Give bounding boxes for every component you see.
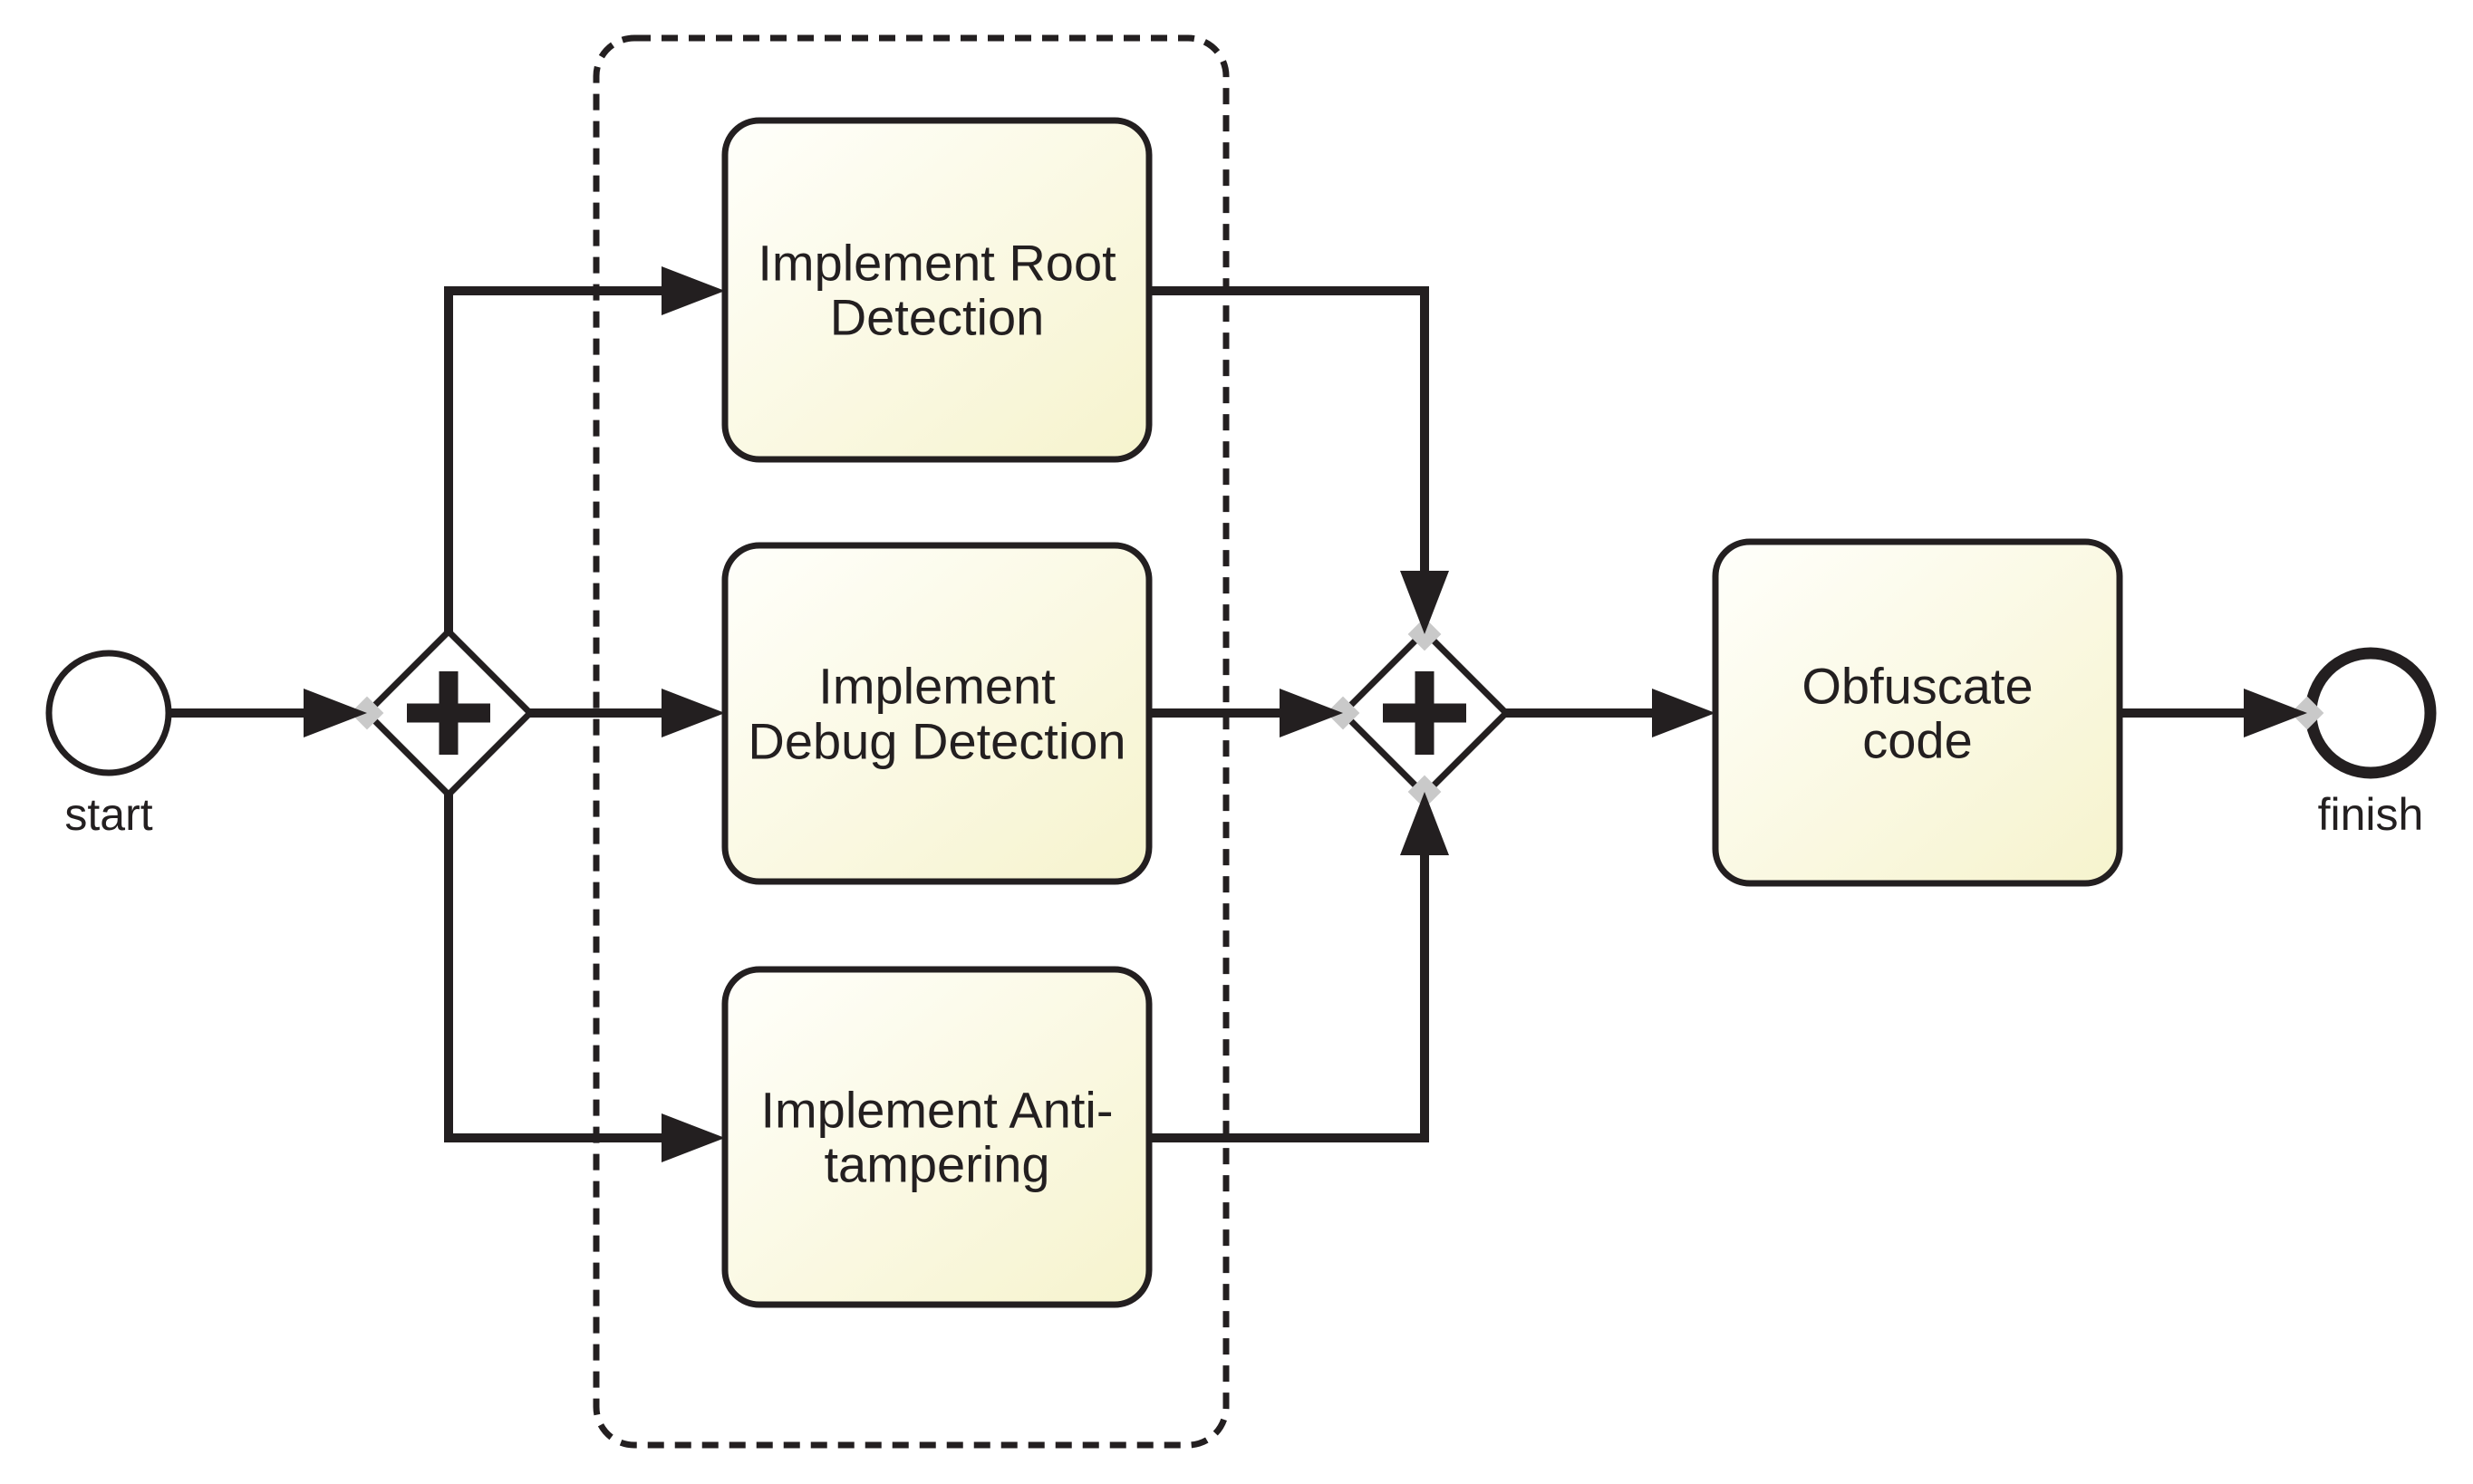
flow-split-to-anti-tampering [444,792,666,1142]
arrowhead [662,689,725,737]
arrowhead [662,266,725,315]
task-label-line: Obfuscate [1802,658,2033,715]
sequence-flows [170,286,2248,1142]
arrowhead [2244,689,2307,737]
task-label-line: Implement Root [758,235,1116,292]
task-implement-debug-detection [721,542,1153,885]
task-label-line: Implement Anti- [760,1082,1113,1139]
task-label-line: Debug Detection [748,713,1125,770]
start-event [45,650,172,776]
arrowhead [304,689,367,737]
arrowhead [1400,792,1449,855]
arrowhead [1280,689,1343,737]
arrowheads [304,266,2307,1162]
task-obfuscate-code [1712,538,2123,887]
task-implement-anti-tampering [721,966,1153,1308]
task-label-line: code [1862,712,1972,769]
end-event-label: finish [2318,789,2424,840]
arrowhead [1652,689,1715,737]
arrowhead [662,1113,725,1162]
flow-split-to-root-detection [444,286,666,634]
task-label-line: Detection [830,289,1045,346]
task-label-line: tampering [824,1136,1049,1193]
flow-root-detection-to-join [1149,286,1429,575]
start-event-label: start [64,789,152,840]
task-label-line: Implement [818,658,1056,715]
arrowhead [1400,571,1449,634]
task-implement-root-detection [721,117,1153,463]
end-event [2304,647,2437,779]
group-boundary [593,34,1230,1449]
parallel-gateway-plus-icon [407,671,490,755]
flow-anti-tampering-to-join [1149,851,1429,1142]
parallel-gateway-plus-icon [1383,671,1466,755]
